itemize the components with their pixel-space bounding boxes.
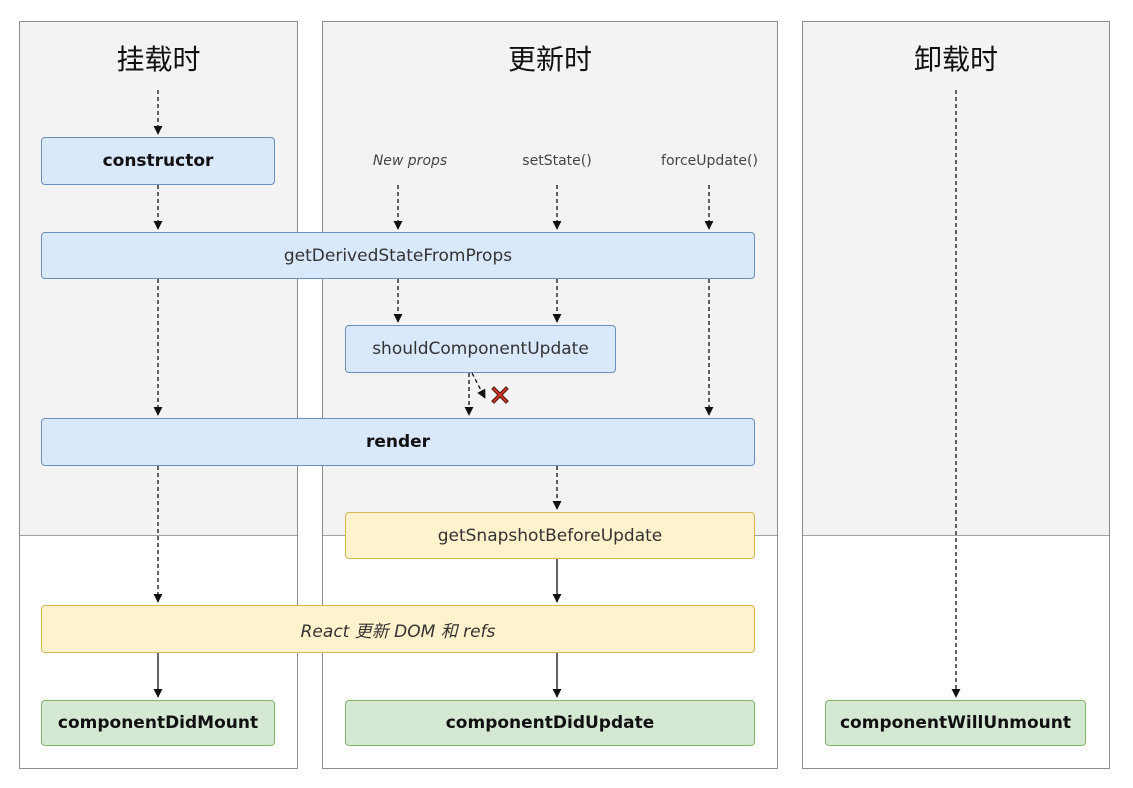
trigger-new-props: New props xyxy=(372,153,448,169)
constructor-box: constructor xyxy=(41,137,275,185)
cancel-x-icon xyxy=(491,386,509,404)
get-derived-state-box: getDerivedStateFromProps xyxy=(41,232,755,279)
trigger-set-state: setState() xyxy=(522,153,592,169)
react-updates-dom-box: React 更新 DOM 和 refs xyxy=(41,605,755,653)
phase-divider-unmount xyxy=(803,535,1109,536)
get-snapshot-box: getSnapshotBeforeUpdate xyxy=(345,512,755,559)
component-did-mount-box: componentDidMount xyxy=(41,700,275,746)
should-component-update-box: shouldComponentUpdate xyxy=(345,325,616,373)
update-title: 更新时 xyxy=(507,43,592,76)
render-box: render xyxy=(41,418,755,466)
mount-title: 挂载时 xyxy=(116,43,201,76)
component-did-update-box: componentDidUpdate xyxy=(345,700,755,746)
unmount-title: 卸载时 xyxy=(913,43,998,76)
component-will-unmount-box: componentWillUnmount xyxy=(825,700,1086,746)
phase-divider-mount xyxy=(20,535,297,536)
arrow-scu-cancel xyxy=(471,372,486,399)
trigger-force-update: forceUpdate() xyxy=(661,153,758,169)
